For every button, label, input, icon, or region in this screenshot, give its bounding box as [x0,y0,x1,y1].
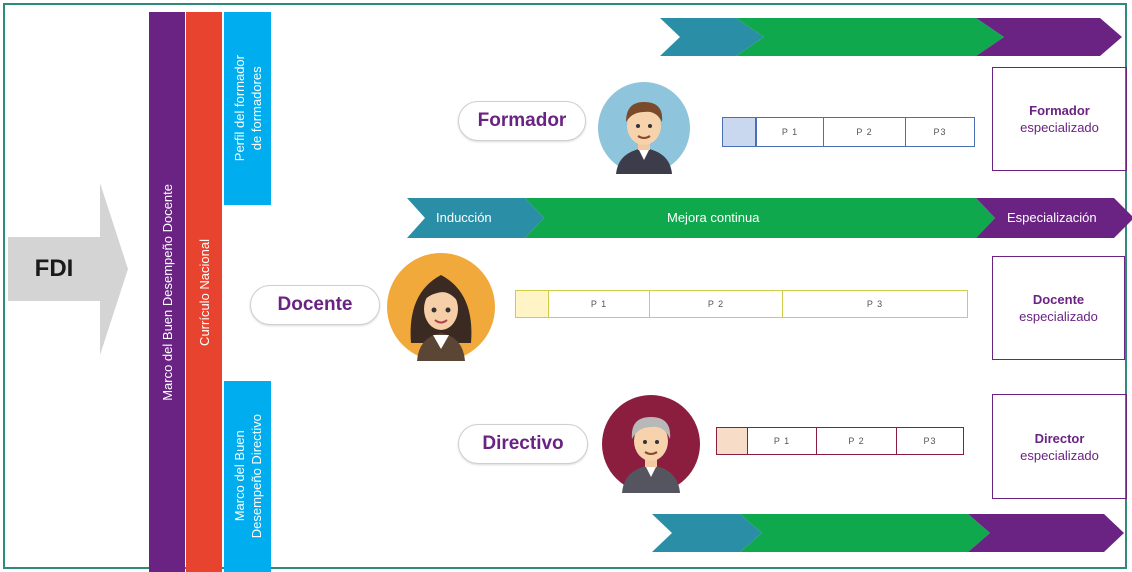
role-formador: Formador [458,101,586,141]
bottom-stage-band [652,514,1124,552]
docente-period-1: P 1 [548,290,650,318]
formador-period-1: P 1 [756,117,824,147]
diagram-frame [3,3,1127,569]
outcome-formador: Formador especializado [992,67,1127,171]
curriculo-label: Currículo Nacional [196,238,212,346]
role-docente: Docente [250,285,380,325]
directivo-period-2: P 2 [816,427,897,455]
role-directivo: Directivo [458,424,588,464]
stage-especializacion: Especialización [1007,210,1097,225]
stage-mejora: Mejora continua [667,210,760,225]
woman-avatar-icon [387,253,495,361]
curriculo-bar: Currículo Nacional [186,12,222,572]
marco-docente-label: Marco del Buen Desempeño Docente [159,183,175,401]
outcome-director-sub: especializado [1020,447,1099,463]
outcome-formador-title: Formador [1029,103,1090,118]
top-stage-band [660,18,1122,56]
middle-stage-band [407,198,1132,238]
outcome-docente-title: Docente [1032,292,1085,307]
elder-avatar-icon [602,395,700,493]
outcome-director: Director especializado [992,394,1127,499]
perfil-formador-bar: Perfil del formador de formadores [224,12,271,205]
stage-induccion: Inducción [436,210,492,225]
outcome-docente-sub: especializado [1019,309,1098,324]
marco-docente-bar: Marco del Buen Desempeño Docente [149,12,185,572]
formador-period-2: P 2 [823,117,906,147]
directivo-period-3: P3 [896,427,964,455]
fdi-arrow [8,183,128,355]
docente-period-3: P 3 [782,290,968,318]
perfil-formador-label: Perfil del formador de formadores [231,55,264,162]
outcome-formador-sub: especializado [1020,120,1099,135]
directivo-induction-block [716,427,748,455]
man-avatar-icon [598,82,690,174]
marco-directivo-label: Marco del Buen Desempeño Directivo [231,414,264,539]
fdi-label: FDI [34,255,74,282]
formador-induction-block [722,117,756,147]
directivo-period-1: P 1 [747,427,817,455]
docente-induction-block [515,290,549,318]
marco-directivo-bar: Marco del Buen Desempeño Directivo [224,381,271,572]
outcome-director-title: Director [1034,430,1085,446]
docente-period-2: P 2 [649,290,783,318]
outcome-docente: Docente especializado [992,256,1125,360]
formador-period-3: P3 [905,117,975,147]
